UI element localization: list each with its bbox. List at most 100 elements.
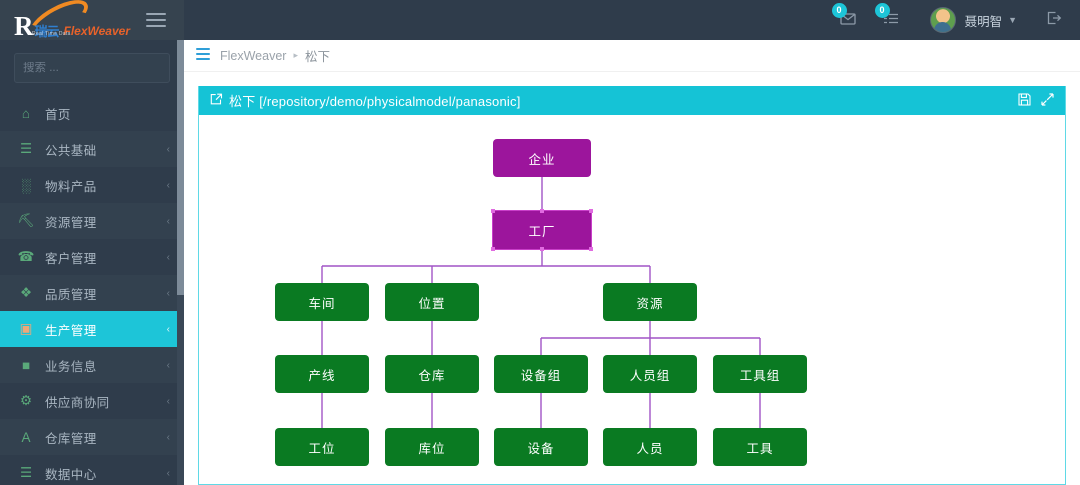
- edit-icon[interactable]: [210, 93, 223, 108]
- sidebar-item-home[interactable]: ⌂ 首页: [0, 95, 184, 131]
- factory-icon: ▣: [19, 321, 33, 336]
- phone-icon: ☎: [17, 249, 35, 264]
- diagram-node-bin[interactable]: 库位: [385, 428, 479, 466]
- avatar: [929, 7, 956, 33]
- breadcrumb-separator: ▸: [293, 50, 298, 60]
- diagram-node-workshop[interactable]: 车间: [275, 283, 369, 321]
- save-icon[interactable]: [1018, 92, 1031, 109]
- sidebar-collapse-button[interactable]: [146, 13, 166, 27]
- diagram-node-label: 人员: [636, 441, 664, 456]
- diagram-node-label: 资源: [636, 296, 664, 311]
- sidebar-item-diamond[interactable]: ❖ 品质管理 ‹: [0, 275, 184, 311]
- logo-product-text: FlexWeaver: [63, 24, 131, 38]
- diagram-node-location[interactable]: 位置: [385, 283, 479, 321]
- diagram-canvas[interactable]: 企业工厂车间 位置 资源产线仓库 设备组 人员组 工具组工位 库位 设备 人员 工具: [199, 115, 1065, 484]
- lock-icon: ■: [21, 357, 31, 373]
- grid-icon: ░: [21, 177, 31, 193]
- menu-toggle-icon[interactable]: [196, 48, 210, 63]
- sidebar-item-label: 品质管理: [45, 287, 97, 302]
- sidebar-scrollbar-thumb[interactable]: [177, 40, 184, 295]
- sidebar-search: ⚲: [0, 40, 184, 95]
- search-box[interactable]: ⚲: [14, 53, 184, 83]
- diagram-node-staff[interactable]: 人员: [603, 428, 697, 466]
- diagram-node-tool[interactable]: 工具: [713, 428, 807, 466]
- user-menu[interactable]: 聂明智 ▼: [929, 7, 1017, 33]
- diagram-node-warehouse[interactable]: 仓库: [385, 355, 479, 393]
- sidebar-item-layers[interactable]: ☰公共基础‹: [0, 131, 184, 167]
- hamburger-bar: [196, 48, 210, 50]
- home-icon: ⌂: [21, 105, 31, 121]
- sidebar-item-label: 首页: [45, 107, 71, 122]
- diagram-node-label: 工位: [308, 441, 336, 456]
- diagram-node-station[interactable]: 工位: [275, 428, 369, 466]
- node-resize-handle[interactable]: [491, 247, 495, 251]
- left-sidebar: R 瑞云 FlexWeaver Real Time Data ⚲ ⌂ 首页 ☰ 公共基…: [0, 0, 184, 485]
- search-input[interactable]: [23, 62, 177, 74]
- sidebar-item-label: 资源管理: [45, 215, 97, 230]
- model-panel: 松下 [/repository/demo/physicalmodel/panas…: [198, 86, 1066, 485]
- diagram-node-label: 车间: [308, 296, 336, 311]
- mail-icon[interactable]: 0: [831, 2, 857, 30]
- logout-icon[interactable]: [1045, 10, 1062, 31]
- sidebar-item-chart[interactable]: ☰数据中心‹: [0, 455, 184, 485]
- chevron-left-icon: ‹: [166, 467, 170, 479]
- chevron-left-icon: ‹: [166, 215, 170, 227]
- chart-icon: ☰: [19, 465, 33, 480]
- node-resize-handle[interactable]: [540, 209, 544, 213]
- sidebar-item-gear[interactable]: ⚙供应商协同‹: [0, 383, 184, 419]
- sidebar-item-lock[interactable]: ■ 业务信息 ‹: [0, 347, 184, 383]
- sidebar-item-factory[interactable]: ▣生产管理‹: [0, 311, 184, 347]
- sidebar-item-phone[interactable]: ☎客户管理‹: [0, 239, 184, 275]
- diagram-node-enterprise[interactable]: 企业: [493, 139, 591, 177]
- hamburger-bar: [146, 19, 166, 21]
- diagram-node-label: 设备组: [520, 368, 562, 383]
- diagram-node-toolgroup[interactable]: 工具组: [713, 355, 807, 393]
- chevron-left-icon: ‹: [166, 395, 170, 407]
- sidebar-item-label: 公共基础: [45, 143, 97, 158]
- breadcrumb-root[interactable]: FlexWeaver: [220, 48, 287, 63]
- sidebar-item-grid[interactable]: ░物料产品‹: [0, 167, 184, 203]
- diagram-node-label: 工厂: [528, 224, 556, 239]
- diagram-node-label: 库位: [418, 441, 446, 456]
- sidebar-item-wrench[interactable]: ⛏ 资源管理 ‹: [0, 203, 184, 239]
- warehouse-icon: A: [21, 429, 31, 445]
- diagram-node-label: 设备: [527, 441, 555, 456]
- diagram-node-line[interactable]: 产线: [275, 355, 369, 393]
- diagram-node-resource[interactable]: 资源: [603, 283, 697, 321]
- diagram-node-equipgroup[interactable]: 设备组: [494, 355, 588, 393]
- expand-icon[interactable]: [1041, 92, 1054, 109]
- chevron-left-icon: ‹: [166, 359, 170, 371]
- node-resize-handle[interactable]: [540, 247, 544, 251]
- node-resize-handle[interactable]: [491, 209, 495, 213]
- username-label: 聂明智: [964, 14, 1003, 29]
- mail-badge: 0: [831, 2, 847, 18]
- sidebar-scrollbar[interactable]: [177, 40, 184, 485]
- diagram-node-label: 工具: [746, 441, 774, 456]
- diamond-icon: ❖: [19, 285, 33, 300]
- app-logo[interactable]: R 瑞云 FlexWeaver Real Time Data: [0, 0, 150, 46]
- wrench-icon: ⛏: [17, 213, 35, 228]
- logo-subtitle: Real Time Data: [32, 31, 71, 37]
- layers-icon: ☰: [19, 141, 33, 156]
- workspace: 松下 [/repository/demo/physicalmodel/panas…: [184, 72, 1080, 485]
- breadcrumb-bar: FlexWeaver ▸ 松下: [184, 40, 1080, 72]
- breadcrumb-current: 松下: [305, 50, 331, 64]
- diagram-node-equipment[interactable]: 设备: [494, 428, 588, 466]
- node-resize-handle[interactable]: [589, 247, 593, 251]
- brand-bar: R 瑞云 FlexWeaver Real Time Data: [0, 0, 184, 46]
- sidebar-item-label: 业务信息: [45, 359, 97, 374]
- diagram-node-label: 位置: [418, 296, 446, 311]
- diagram-node-factory[interactable]: 工厂: [491, 209, 593, 251]
- main-area: 0 0 聂明智 ▼: [184, 0, 1080, 485]
- chevron-left-icon: ‹: [166, 287, 170, 299]
- task-list-icon[interactable]: 0: [874, 2, 900, 30]
- diagram-node-staffgroup[interactable]: 人员组: [603, 355, 697, 393]
- hamburger-bar: [146, 25, 166, 27]
- diagram-node-label: 工具组: [739, 368, 781, 383]
- node-resize-handle[interactable]: [589, 209, 593, 213]
- hamburger-bar: [196, 58, 210, 60]
- sidebar-item-label: 物料产品: [45, 179, 97, 194]
- chevron-down-icon[interactable]: ▼: [1008, 15, 1017, 25]
